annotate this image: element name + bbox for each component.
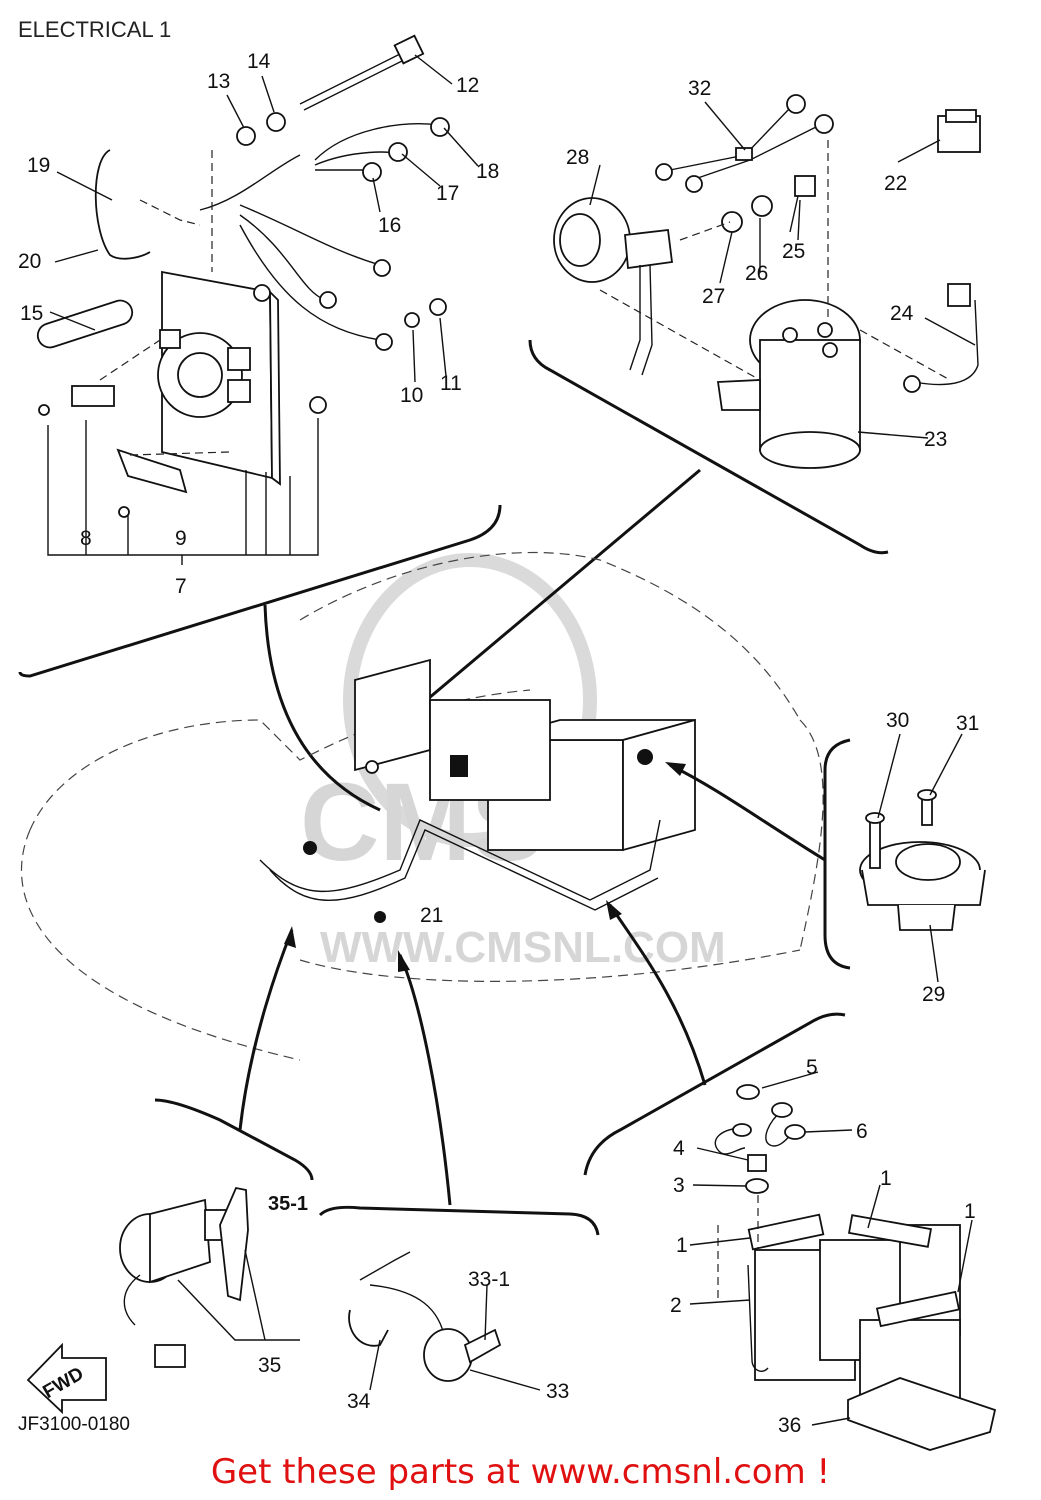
callout-33-1: 33-1 [468, 1268, 510, 1291]
callout-29: 29 [922, 983, 945, 1006]
callout-20: 20 [18, 250, 41, 273]
callout-21: 21 [420, 904, 443, 927]
callout-9: 9 [175, 527, 187, 550]
callout-1c: 1 [964, 1200, 976, 1223]
callout-7: 7 [175, 575, 187, 598]
switch-base-assembly [823, 738, 986, 970]
diagram-title: ELECTRICAL 1 [18, 17, 171, 42]
vehicle-body-outline [20, 551, 826, 1206]
callout-2: 2 [670, 1294, 682, 1317]
callout-labels: 12 13 14 18 17 16 19 20 15 10 11 8 9 7 2… [18, 50, 979, 1437]
callout-36: 36 [778, 1414, 801, 1437]
callout-11: 11 [440, 372, 462, 395]
callout-24: 24 [890, 302, 914, 325]
callout-16: 16 [378, 214, 401, 237]
controller-plate-assembly [18, 34, 502, 812]
callout-6: 6 [856, 1120, 868, 1143]
callout-30: 30 [886, 709, 909, 732]
callout-23: 23 [924, 428, 947, 451]
callout-28: 28 [566, 146, 589, 169]
watermark-url: WWW.CMSNL.COM [320, 923, 726, 972]
callout-12: 12 [456, 74, 479, 97]
callout-18: 18 [476, 160, 499, 183]
footer-link-text[interactable]: Get these parts at www.cmsnl.com ! [210, 1452, 831, 1492]
callout-25: 25 [782, 240, 805, 263]
callout-26: 26 [745, 262, 768, 285]
callout-14: 14 [247, 50, 271, 73]
callout-13: 13 [207, 70, 230, 93]
callout-4: 4 [673, 1137, 685, 1160]
callout-8: 8 [80, 527, 92, 550]
callout-27: 27 [702, 285, 725, 308]
callout-35: 35 [258, 1354, 281, 1377]
callout-33: 33 [546, 1380, 569, 1403]
callout-10: 10 [400, 384, 423, 407]
callout-17: 17 [436, 182, 459, 205]
watermark: CMS WWW.CMSNL.COM [300, 553, 726, 972]
callout-34: 34 [347, 1390, 371, 1413]
callout-32: 32 [688, 77, 711, 100]
drawing-code: JF3100-0180 [18, 1414, 130, 1435]
horn-solenoid-assembly [384, 94, 981, 737]
callout-15: 15 [20, 302, 43, 325]
battery-assembly [583, 1012, 997, 1451]
callout-22: 22 [884, 172, 907, 195]
main-switch-assembly [26, 1098, 314, 1415]
callout-leaders [49, 54, 976, 1426]
callout-1: 1 [676, 1234, 688, 1257]
callout-1b: 1 [880, 1167, 892, 1190]
callout-5: 5 [806, 1056, 818, 1079]
callout-19: 19 [27, 154, 50, 177]
callout-31: 31 [956, 712, 979, 735]
callout-35-1: 35-1 [268, 1193, 308, 1215]
callout-3: 3 [673, 1174, 685, 1197]
sensor-assembly [318, 1205, 600, 1391]
